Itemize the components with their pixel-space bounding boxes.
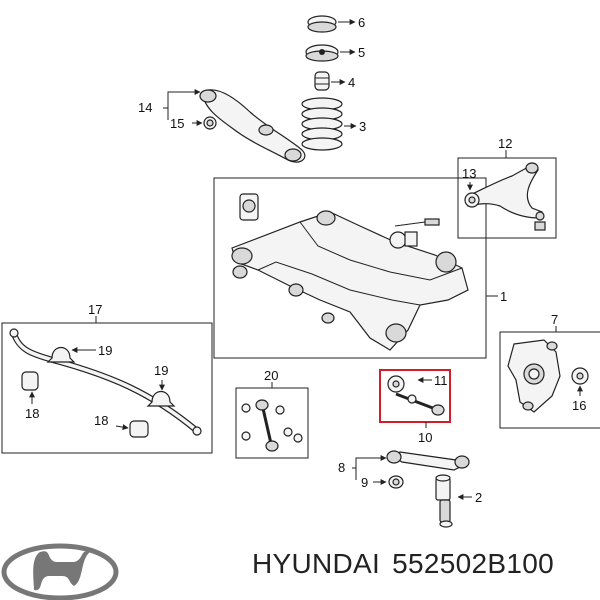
part-number: 552502B100 — [392, 548, 554, 579]
part-caption: HYUNDAI 552502B100 — [252, 548, 566, 580]
callout-10: 10 — [418, 430, 432, 445]
callout-18a: 18 — [25, 406, 39, 421]
callout-12: 12 — [498, 136, 512, 151]
callout-9: 9 — [361, 475, 368, 490]
upper-arm-bushing — [464, 192, 480, 208]
callout-16: 16 — [572, 398, 586, 413]
callout-18b: 18 — [94, 413, 108, 428]
callout-7: 7 — [551, 312, 558, 327]
crossmember — [231, 210, 469, 351]
callout-17: 17 — [88, 302, 102, 317]
knuckle-bushing — [571, 367, 589, 385]
assist-arm-highlight-box — [379, 369, 451, 423]
stabilizer-bracket-right — [146, 390, 176, 407]
callout-13: 13 — [462, 166, 476, 181]
brand-name: HYUNDAI — [252, 548, 381, 579]
callout-6: 6 — [358, 15, 365, 30]
stabilizer-bushing-right — [129, 420, 149, 438]
callout-15: 15 — [170, 116, 184, 131]
spring-seat — [305, 44, 339, 62]
callout-19b: 19 — [154, 363, 168, 378]
crossmember-group-box — [213, 177, 487, 359]
callout-8: 8 — [338, 460, 345, 475]
stabilizer-bushing-left — [21, 371, 39, 391]
lower-arm-bushing — [388, 475, 404, 489]
callout-11: 11 — [434, 373, 448, 388]
stabilizer-bracket-left — [46, 346, 76, 363]
callout-20: 20 — [264, 368, 278, 383]
stabilizer-link — [241, 399, 303, 452]
trailing-arm-bushing — [203, 116, 217, 130]
lower-arm — [386, 450, 470, 471]
rear-knuckle — [507, 339, 561, 413]
crossmember-mount-bushing — [239, 193, 259, 221]
coil-spring — [301, 97, 343, 151]
crossmember-bolt — [389, 218, 440, 249]
callout-4: 4 — [348, 75, 355, 90]
callout-14: 14 — [138, 100, 152, 115]
upper-arm-group-box — [457, 157, 557, 239]
callout-5: 5 — [358, 45, 365, 60]
hyundai-logo — [1, 543, 119, 600]
trailing-arm — [199, 89, 306, 163]
bump-stopper — [314, 71, 330, 91]
callout-19a: 19 — [98, 343, 112, 358]
callout-3: 3 — [359, 119, 366, 134]
callout-1: 1 — [500, 289, 507, 304]
assist-arm — [387, 375, 445, 416]
callout-2: 2 — [475, 490, 482, 505]
stabilizer-group-box — [1, 322, 213, 454]
knuckle-group-box — [499, 331, 600, 429]
shock-absorber — [435, 474, 453, 528]
spring-pad-upper — [307, 15, 337, 33]
upper-arm — [467, 162, 546, 231]
